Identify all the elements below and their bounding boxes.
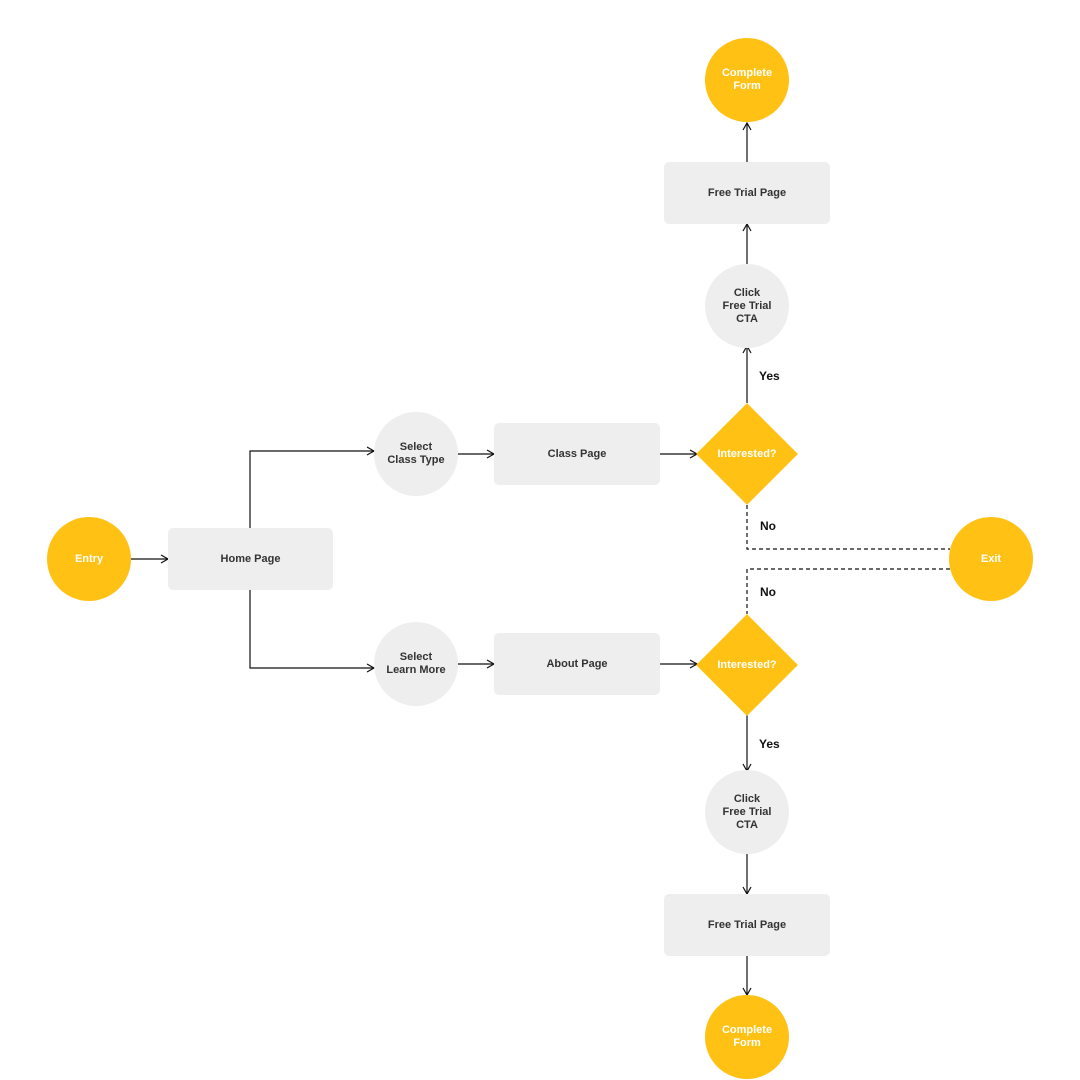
select-class-type-line-1: Select [399,441,433,453]
decision-top-node: Interested? [696,403,798,505]
cta-top-line-1: Click [733,286,761,299]
decision-bottom-node: Interested? [696,614,798,716]
complete-form-bottom-node: Complete Form [705,995,789,1079]
exit-label: Exit [980,552,1002,565]
edge-home-select-learn [249,590,376,673]
cta-bottom-line-2: Free Trial [722,805,772,818]
cta-top-line-2: Free Trial [722,299,772,312]
select-learn-more-line-2: Learn More [386,664,446,676]
edge-label-yes-top: Yes [759,369,780,383]
entry-node: Entry [47,517,131,601]
edge-decision-top-no [746,505,950,550]
cta-bottom-line-1: Click [733,792,761,805]
complete-top-line-1: Complete [721,67,773,79]
edge-label-no-bottom: No [760,585,776,599]
complete-bottom-line-1: Complete [721,1024,773,1036]
complete-bottom-line-2: Form [733,1037,761,1049]
edge-label-yes-bottom: Yes [759,737,780,751]
select-class-type-line-2: Class Type [387,454,445,466]
edge-decision-bottom-no [746,568,950,614]
home-page-label: Home Page [220,553,281,565]
free-trial-top-label: Free Trial Page [707,187,787,199]
decision-top-label: Interested? [717,448,777,460]
select-learn-more-node: Select Learn More [374,622,458,706]
complete-form-top-node: Complete Form [705,38,789,122]
cta-bottom-node: Click Free Trial CTA [705,770,789,854]
cta-top-node: Click Free Trial CTA [705,264,789,348]
select-class-type-node: Select Class Type [374,412,458,496]
decision-bottom-label: Interested? [717,659,777,671]
free-trial-bottom-label: Free Trial Page [707,919,787,931]
cta-top-line-3: CTA [736,312,758,325]
entry-label: Entry [74,552,104,565]
about-page-label: About Page [546,658,608,670]
cta-bottom-line-3: CTA [736,818,758,831]
free-trial-bottom-node: Free Trial Page [664,894,830,956]
edge-home-select-class [249,446,376,528]
edge-label-no-top: No [760,519,776,533]
exit-node: Exit [949,517,1033,601]
about-page-node: About Page [494,633,660,695]
home-page-node: Home Page [168,528,333,590]
select-learn-more-line-1: Select [399,651,433,663]
class-page-node: Class Page [494,423,660,485]
free-trial-top-node: Free Trial Page [664,162,830,224]
complete-top-line-2: Form [733,80,761,92]
class-page-label: Class Page [547,448,607,460]
